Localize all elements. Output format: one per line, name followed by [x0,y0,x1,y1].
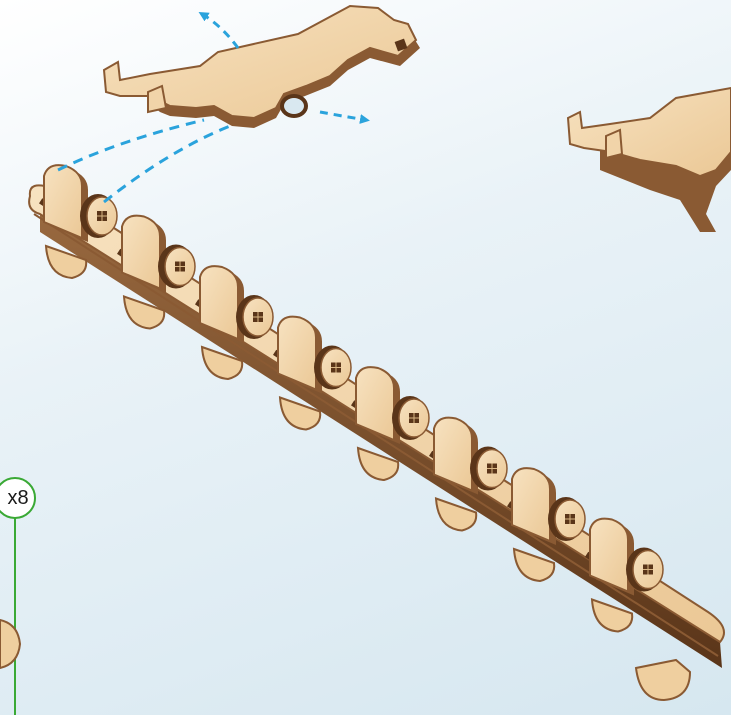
callout-part-preview [0,620,20,668]
swing-arm-left [104,6,420,128]
dashed-arrow-icon [202,14,238,48]
rail-tabs [46,246,632,632]
swing-arm-right [568,88,731,232]
rail-plates [44,165,663,595]
quantity-label: x8 [1,487,28,510]
dashed-arrow-icon [320,112,366,120]
rail-beam [29,165,724,700]
guide-line-2 [104,126,230,202]
quantity-callout-line [0,518,20,715]
guide-line-1 [58,120,204,170]
rail-end-tab [636,660,690,700]
